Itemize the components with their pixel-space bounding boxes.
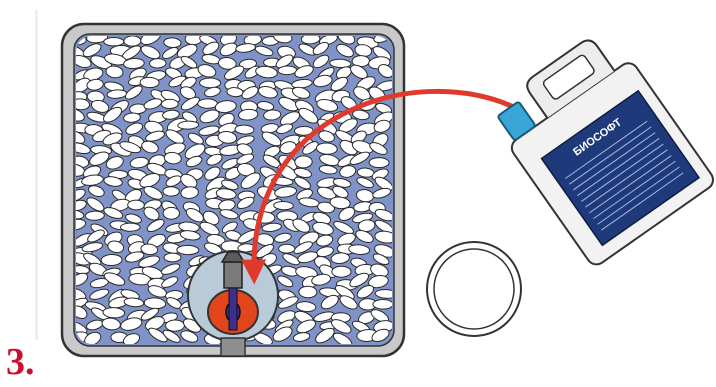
tablet (124, 36, 141, 46)
tablet (85, 211, 104, 221)
tablet (128, 200, 145, 210)
canister: БИОСОФТ (484, 25, 716, 268)
tablet (178, 121, 199, 130)
valve-stem (224, 262, 242, 288)
tablet (373, 300, 393, 310)
tablet (295, 156, 313, 169)
tablet (163, 187, 180, 197)
tablet (198, 99, 218, 109)
tablet (200, 78, 221, 88)
valve-tube (229, 288, 237, 330)
tablet (164, 253, 181, 262)
tablet (279, 244, 295, 253)
valve-pipe (221, 338, 245, 356)
tablet (369, 157, 389, 167)
tablet (101, 254, 122, 266)
tablet (121, 223, 141, 231)
tablet (299, 286, 317, 298)
tablet (140, 77, 159, 88)
left-margin-line (35, 10, 38, 340)
tablet (149, 58, 166, 68)
loose-cap (427, 242, 521, 336)
tablet (278, 66, 297, 75)
tablet (166, 320, 185, 332)
tablet (274, 201, 294, 210)
tablet (163, 207, 180, 219)
tablet (104, 38, 124, 46)
cap-inner-ring (434, 249, 514, 329)
tablet (161, 99, 178, 108)
tablet (177, 245, 199, 255)
step-number: 3. (6, 343, 35, 381)
tablet (332, 266, 351, 277)
